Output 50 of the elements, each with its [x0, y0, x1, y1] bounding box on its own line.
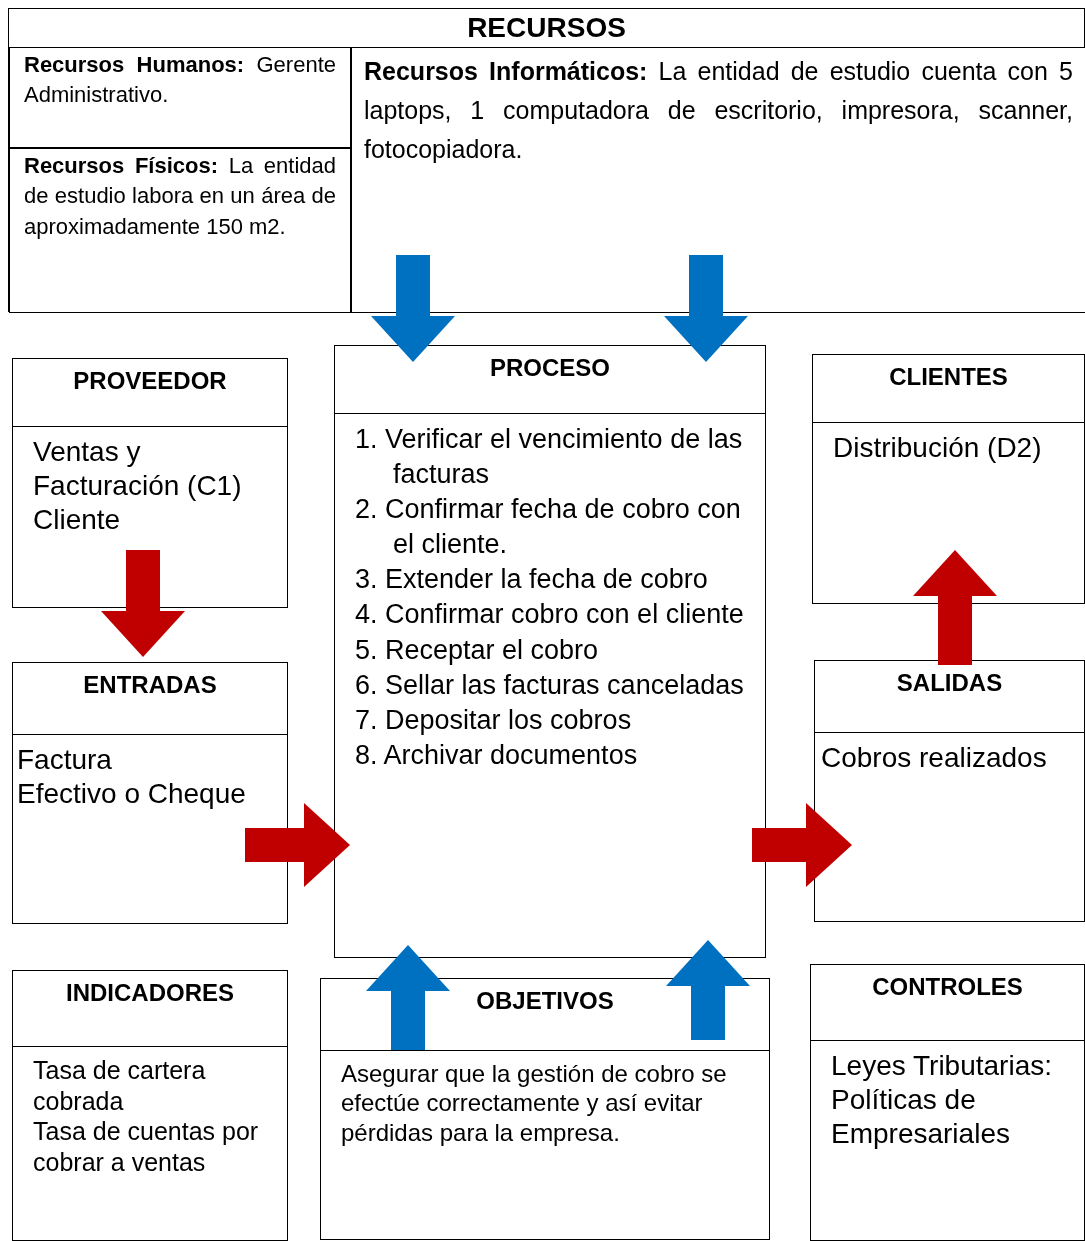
process-box	[334, 345, 766, 958]
box-heading: OBJETIVOS	[476, 987, 614, 1015]
box-text: Cobros realizados	[821, 741, 1048, 775]
box-heading: CLIENTES	[889, 363, 1008, 391]
step-text: 5. Receptar el cobro	[355, 633, 600, 667]
block-arrow	[752, 803, 852, 887]
box-heading: SALIDAS	[896, 669, 1003, 697]
box-text: Leyes Tributarias:	[831, 1049, 1053, 1083]
process-box	[810, 964, 1085, 1241]
box-text: Tasa de cartera cobrada	[33, 1055, 207, 1116]
step-text: 2. Confirmar fecha de cobro con el cliente.	[355, 493, 742, 562]
box-text: Políticas de Empresariales	[831, 1083, 1011, 1152]
step-text: 6. Sellar las facturas canceladas	[355, 668, 745, 702]
box-heading: PROCESO	[490, 354, 610, 382]
step-text: 3. Extender la fecha de cobro	[355, 563, 709, 597]
block-arrow	[371, 255, 455, 362]
box-heading: ENTRADAS	[83, 671, 217, 699]
box-text: Asegurar que la gestión de cobro se efectúe correctamente y así evitar pérdidas para la empresa.	[341, 1059, 728, 1147]
box-heading: PROVEEDOR	[73, 367, 227, 395]
block-arrow	[101, 550, 185, 657]
table-cell	[9, 148, 351, 313]
box-text: Distribución (D2)	[833, 431, 1043, 465]
table-cell	[351, 47, 1085, 313]
process-box	[12, 662, 288, 924]
step-text: 4. Confirmar cobro con el cliente	[355, 598, 745, 632]
step-text: 1. Verificar el vencimiento de las facturas	[355, 423, 744, 492]
box-heading: INDICADORES	[66, 979, 234, 1007]
cell-text: Recursos Físicos: La entidad de estudio labora en un área de aproximadamente 150 m2.	[23, 152, 337, 241]
process-box	[12, 970, 288, 1241]
process-box	[812, 354, 1085, 604]
block-arrow	[366, 945, 450, 1050]
step-text: 7. Depositar los cobros	[355, 703, 633, 737]
box-text: Efectivo o Cheque	[17, 777, 247, 812]
table-cell	[9, 47, 351, 148]
cell-text: Recursos Humanos: Gerente Administrativo.	[23, 51, 337, 110]
table-title: RECURSOS	[467, 12, 626, 44]
step-text: 8. Archivar documentos	[355, 738, 639, 772]
cell-text: Recursos Informáticos: La entidad de estudio cuenta con 5 laptops, 1 computadora de escritorio, impresora, scanner, fotocopiadora.	[363, 56, 1074, 165]
box-text: Factura	[17, 743, 113, 777]
block-arrow	[664, 255, 748, 362]
box-text: Ventas y Facturación (C1) Cliente	[33, 435, 243, 538]
process-box	[12, 358, 288, 608]
block-arrow	[913, 550, 997, 665]
box-text: Tasa de cuentas por cobrar a ventas	[33, 1116, 260, 1177]
box-heading: CONTROLES	[872, 973, 1023, 1001]
block-arrow	[245, 803, 350, 887]
resource-table	[8, 8, 1085, 312]
block-arrow	[666, 940, 750, 1040]
process-box	[320, 978, 770, 1240]
process-box	[814, 660, 1085, 922]
